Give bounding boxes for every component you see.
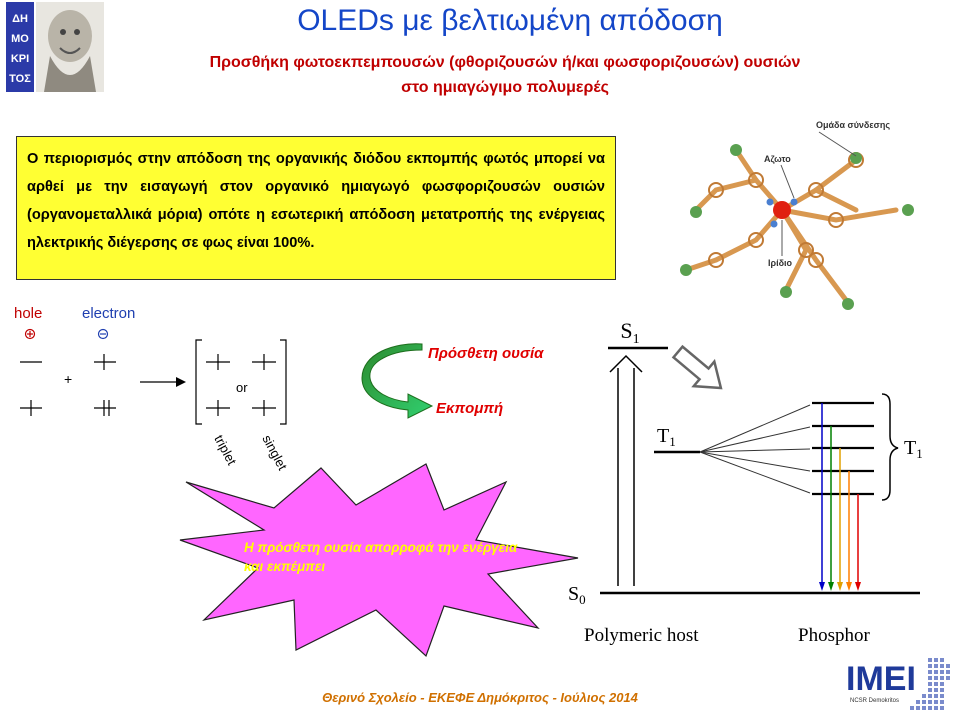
slide-subtitle: Προσθήκη φωτοεκπεμπουσών (φθοριζουσών ή/… [110,50,900,100]
emission-arrowhead [837,582,843,591]
plus-sign: + [64,371,72,387]
footer-text: Θερινό Σχολείο - ΕΚΕΦΕ Δημόκριτος - Ιούλ… [322,690,638,705]
svg-text:S1: S1 [620,318,639,347]
molecule-label-iridium: Ιρίδιο [768,258,793,268]
molecule-label-group: Ομάδα σύνδεσης [816,120,890,130]
hole-symbol-icon [24,328,36,340]
t1-right-subscript: 1 [916,446,923,461]
or-label: or [236,380,248,395]
emission-arrowhead [846,582,852,591]
subtitle-line-2: στο ημιαγώγιμο πολυμερές [401,79,609,96]
emission-arrowhead [819,582,825,591]
s0-subscript: 0 [579,592,586,607]
svg-text:ΔΗ: ΔΗ [12,13,28,25]
molecule-illustration: Ομάδα σύνδεσης Αζωτο Ιρίδιο [656,110,934,320]
slide-title: OLEDs με βελτιωμένη απόδοση [297,4,723,37]
emission-arrowhead [855,582,861,591]
label-added-substance: Πρόσθετη ουσία [428,345,544,362]
svg-text:T1: T1 [904,437,923,461]
phosphor-label: Phosphor [798,625,870,646]
emission-arrowhead [828,582,834,591]
cycle-arrow-icon [361,343,434,419]
starburst-shape [179,463,579,658]
transfer-arrow-icon [671,344,723,390]
s1-label: S [620,318,632,343]
explanation-box: Ο περιορισμός στην απόδοση της οργανικής… [16,136,616,280]
svg-text:T1: T1 [657,425,676,449]
svg-text:ΚΡΙ: ΚΡΙ [11,53,29,65]
s0-label: S [568,583,579,605]
t1-right-label: T [904,437,916,459]
s1-subscript: 1 [633,332,640,347]
svg-text:ΤΟΣ: ΤΟΣ [9,73,31,85]
spin-diagram: + or triplet singlet [20,328,290,473]
imei-logo-subtext: NCSR Demokritos [850,698,899,704]
svg-text:ΜΟ: ΜΟ [11,33,29,45]
starburst-text: Η πρόσθετη ουσία απορροφά την ενέργεια κ… [244,540,518,574]
electron-symbol-icon [97,328,109,340]
t1-left-label: T [657,425,669,447]
label-emission: Εκπομπή [436,400,504,417]
t1-left-subscript: 1 [669,434,676,449]
emission-lines [819,403,861,591]
imei-logo: IMEI NCSR Demokritos [836,652,956,718]
hole-label: hole [14,305,43,322]
energy-level-diagram: S1 T1 T1 S0 Polymeric host Phosphor [568,318,923,646]
democritus-logo: ΔΗ ΜΟ ΚΡΙ ΤΟΣ [6,2,104,92]
subtitle-line-1: Προσθήκη φωτοεκπεμπουσών (φθοριζουσών ή/… [209,54,801,71]
svg-text:S0: S0 [568,583,586,607]
molecule-label-nitrogen: Αζωτο [764,154,791,164]
imei-logo-text: IMEI [846,660,916,698]
polymeric-host-label: Polymeric host [584,625,699,646]
electron-label: electron [82,305,136,322]
